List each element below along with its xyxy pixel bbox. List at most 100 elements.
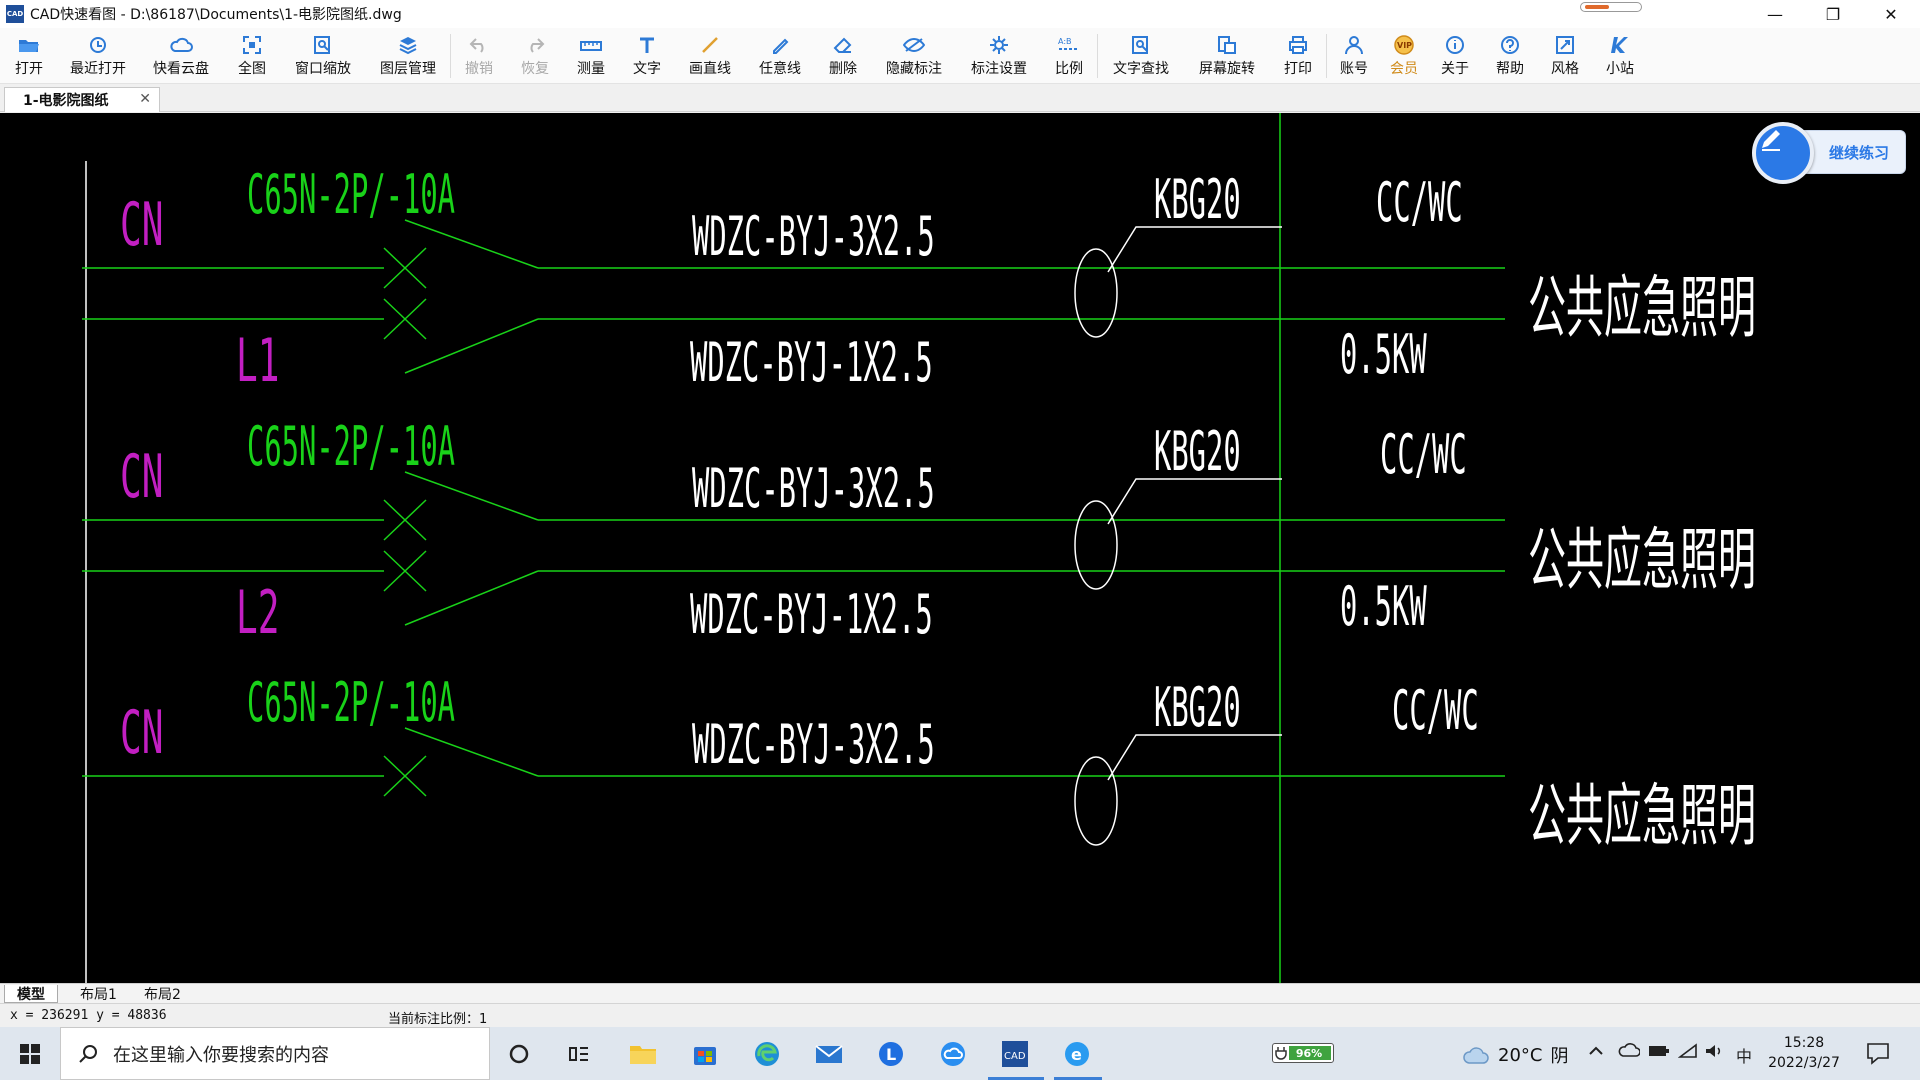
switch-blade (404, 471, 539, 521)
chevron-up-icon[interactable] (1588, 1043, 1604, 1063)
text-button[interactable]: 文字 (619, 28, 675, 84)
style-icon (1553, 34, 1577, 56)
minimize-button[interactable]: — (1767, 4, 1783, 24)
annotation-settings-button[interactable]: 标注设置 (957, 28, 1041, 84)
station-button[interactable]: 小站 (1593, 28, 1647, 84)
weather-widget[interactable]: 20°C 阴 (1462, 1042, 1568, 1068)
store-icon[interactable] (686, 1035, 724, 1073)
cursor-coordinates: x = 236291 y = 48836 (10, 1008, 167, 1023)
battery-indicator[interactable]: 96% (1272, 1043, 1334, 1063)
recent-button[interactable]: 最近打开 (58, 28, 138, 84)
conduit-label: KBG20 (1154, 421, 1241, 483)
leader-line (1107, 734, 1282, 781)
tab-model[interactable]: 模型 (4, 985, 58, 1003)
volume-icon[interactable] (1704, 1043, 1724, 1063)
leader-line (1107, 226, 1282, 273)
hide-annotation-icon (902, 34, 926, 56)
cad-app-icon[interactable]: CAD (996, 1035, 1034, 1073)
close-tab-icon[interactable]: ✕ (139, 91, 151, 107)
breaker-cross (383, 755, 427, 797)
laying-label: CC/WC (1380, 424, 1467, 486)
load-label: 公共应急照明 (1528, 268, 1756, 347)
file-explorer-icon[interactable] (624, 1035, 662, 1073)
close-button[interactable]: ✕ (1884, 4, 1898, 24)
ie-browser-icon[interactable]: e (1058, 1035, 1096, 1073)
document-tab-label: 1-电影院图纸 (23, 93, 109, 109)
notification-icon[interactable] (1866, 1041, 1890, 1065)
freehand-button[interactable]: 任意线 (745, 28, 815, 84)
fit-all-icon (240, 34, 264, 56)
undo-button[interactable]: 撤销 (451, 28, 507, 84)
print-button[interactable]: 打印 (1270, 28, 1326, 84)
tab-layout2[interactable]: 布局2 (144, 987, 181, 1003)
hide-annotation-button[interactable]: 隐藏标注 (871, 28, 957, 84)
document-tab-bar: 1-电影院图纸 ✕ (0, 84, 1920, 112)
layers-button[interactable]: 图层管理 (366, 28, 450, 84)
continue-practice-button[interactable]: 继续练习 (1752, 122, 1906, 184)
breaker-cross (383, 247, 427, 289)
zoom-window-icon (311, 34, 335, 56)
document-tab[interactable]: 1-电影院图纸 ✕ (4, 87, 160, 112)
scale-button[interactable]: A:B 比例 (1041, 28, 1097, 84)
onedrive-icon[interactable] (1618, 1043, 1641, 1063)
rotate-screen-button[interactable]: 屏幕旋转 (1184, 28, 1270, 84)
text-search-button[interactable]: 文字查找 (1098, 28, 1184, 84)
annotation-settings-icon (987, 34, 1011, 56)
edge-browser-icon[interactable] (748, 1035, 786, 1073)
cable-label: WDZC-BYJ-3X2.5 (692, 714, 935, 776)
zoom-window-button[interactable]: 窗口缩放 (280, 28, 366, 84)
battery-tray-icon[interactable] (1648, 1043, 1670, 1063)
conduit-ellipse (1074, 500, 1118, 590)
cloud-app-icon[interactable] (934, 1035, 972, 1073)
tab-layout1[interactable]: 布局1 (80, 987, 117, 1003)
leader-line (1107, 478, 1282, 525)
line-icon (698, 34, 722, 56)
redo-button[interactable]: 恢复 (507, 28, 563, 84)
info-icon (1443, 34, 1467, 56)
measure-button[interactable]: 测量 (563, 28, 619, 84)
account-button[interactable]: 账号 (1327, 28, 1381, 84)
switch-blade (404, 318, 539, 374)
neutral-label: CN (120, 441, 163, 511)
conduit-ellipse (1074, 756, 1118, 846)
station-icon (1608, 34, 1632, 56)
cable-label: WDZC-BYJ-1X2.5 (690, 584, 933, 646)
laying-label: CC/WC (1392, 680, 1479, 742)
help-button[interactable]: 帮助 (1483, 28, 1537, 84)
breaker-cross (383, 499, 427, 541)
fit-all-button[interactable]: 全图 (224, 28, 280, 84)
scale-icon: A:B (1057, 34, 1081, 56)
wifi-icon[interactable] (1677, 1043, 1698, 1063)
clock-date: 2022/3/27 (1768, 1055, 1840, 1071)
vip-button[interactable]: VIP 会员 (1381, 28, 1427, 84)
window-title: CAD快速看图 - D:\86187\Documents\1-电影院图纸.dwg (30, 7, 402, 23)
l-app-icon[interactable]: L (872, 1035, 910, 1073)
taskbar-search[interactable]: 在这里输入你要搜索的内容 (60, 1027, 490, 1080)
freehand-icon (768, 34, 792, 56)
mail-icon[interactable] (810, 1035, 848, 1073)
rotate-screen-icon (1215, 34, 1239, 56)
neutral-label: CN (120, 697, 163, 767)
task-view-icon[interactable] (560, 1035, 598, 1073)
restore-button[interactable]: ❐ (1825, 4, 1841, 24)
toolbar-divider (1097, 34, 1098, 78)
cable-label: WDZC-BYJ-3X2.5 (692, 458, 935, 520)
clock[interactable]: 15:28 2022/3/27 (1764, 1033, 1844, 1073)
phase-label: L2 (236, 577, 279, 647)
layers-icon (396, 34, 420, 56)
cortana-icon[interactable] (500, 1035, 538, 1073)
style-button[interactable]: 风格 (1537, 28, 1593, 84)
ime-indicator[interactable]: 中 (1736, 1047, 1753, 1066)
measure-icon (579, 34, 603, 56)
cloud-button[interactable]: 快看云盘 (138, 28, 224, 84)
laying-label: CC/WC (1376, 172, 1463, 234)
status-bar: x = 236291 y = 48836 当前标注比例：1 (0, 1003, 1920, 1027)
about-button[interactable]: 关于 (1427, 28, 1483, 84)
layout-tab-bar: 模型 布局1 布局2 (0, 983, 1920, 1003)
open-button[interactable]: 打开 (0, 28, 58, 84)
draw-line-button[interactable]: 画直线 (675, 28, 745, 84)
delete-button[interactable]: 删除 (815, 28, 871, 84)
start-button[interactable] (0, 1027, 60, 1080)
